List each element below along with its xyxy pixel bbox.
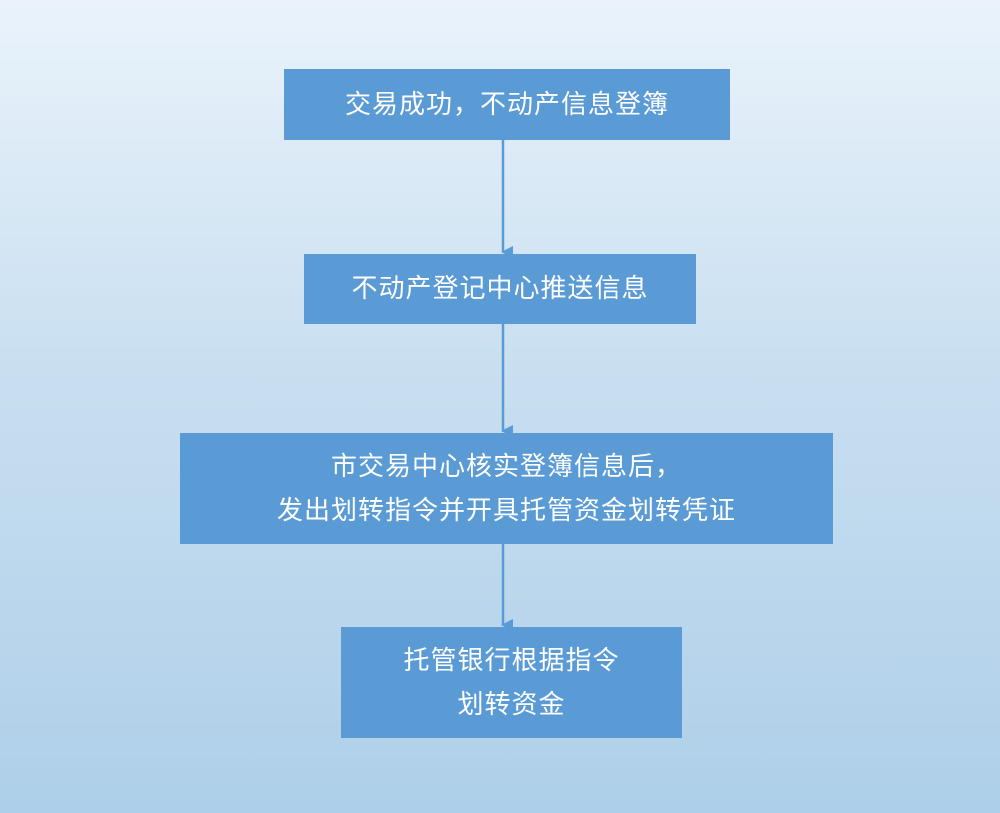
flow-step-2-line-1: 不动产登记中心推送信息: [351, 274, 649, 304]
flow-step-3-line-1: 市交易中心核实登簿信息后，: [330, 451, 682, 482]
flow-step-2: 不动产登记中心推送信息: [304, 254, 696, 324]
flow-step-4: 托管银行根据指令 划转资金: [341, 627, 682, 738]
flow-step-1: 交易成功，不动产信息登簿: [284, 69, 730, 140]
flow-step-3-line-2: 发出划转指令并开具托管资金划转凭证: [276, 495, 736, 526]
flow-step-4-line-2: 划转资金: [457, 689, 566, 720]
flow-step-3: 市交易中心核实登簿信息后， 发出划转指令并开具托管资金划转凭证: [180, 433, 833, 544]
flow-step-4-line-1: 托管银行根据指令: [403, 645, 620, 676]
flow-step-1-line-1: 交易成功，不动产信息登簿: [344, 89, 669, 120]
